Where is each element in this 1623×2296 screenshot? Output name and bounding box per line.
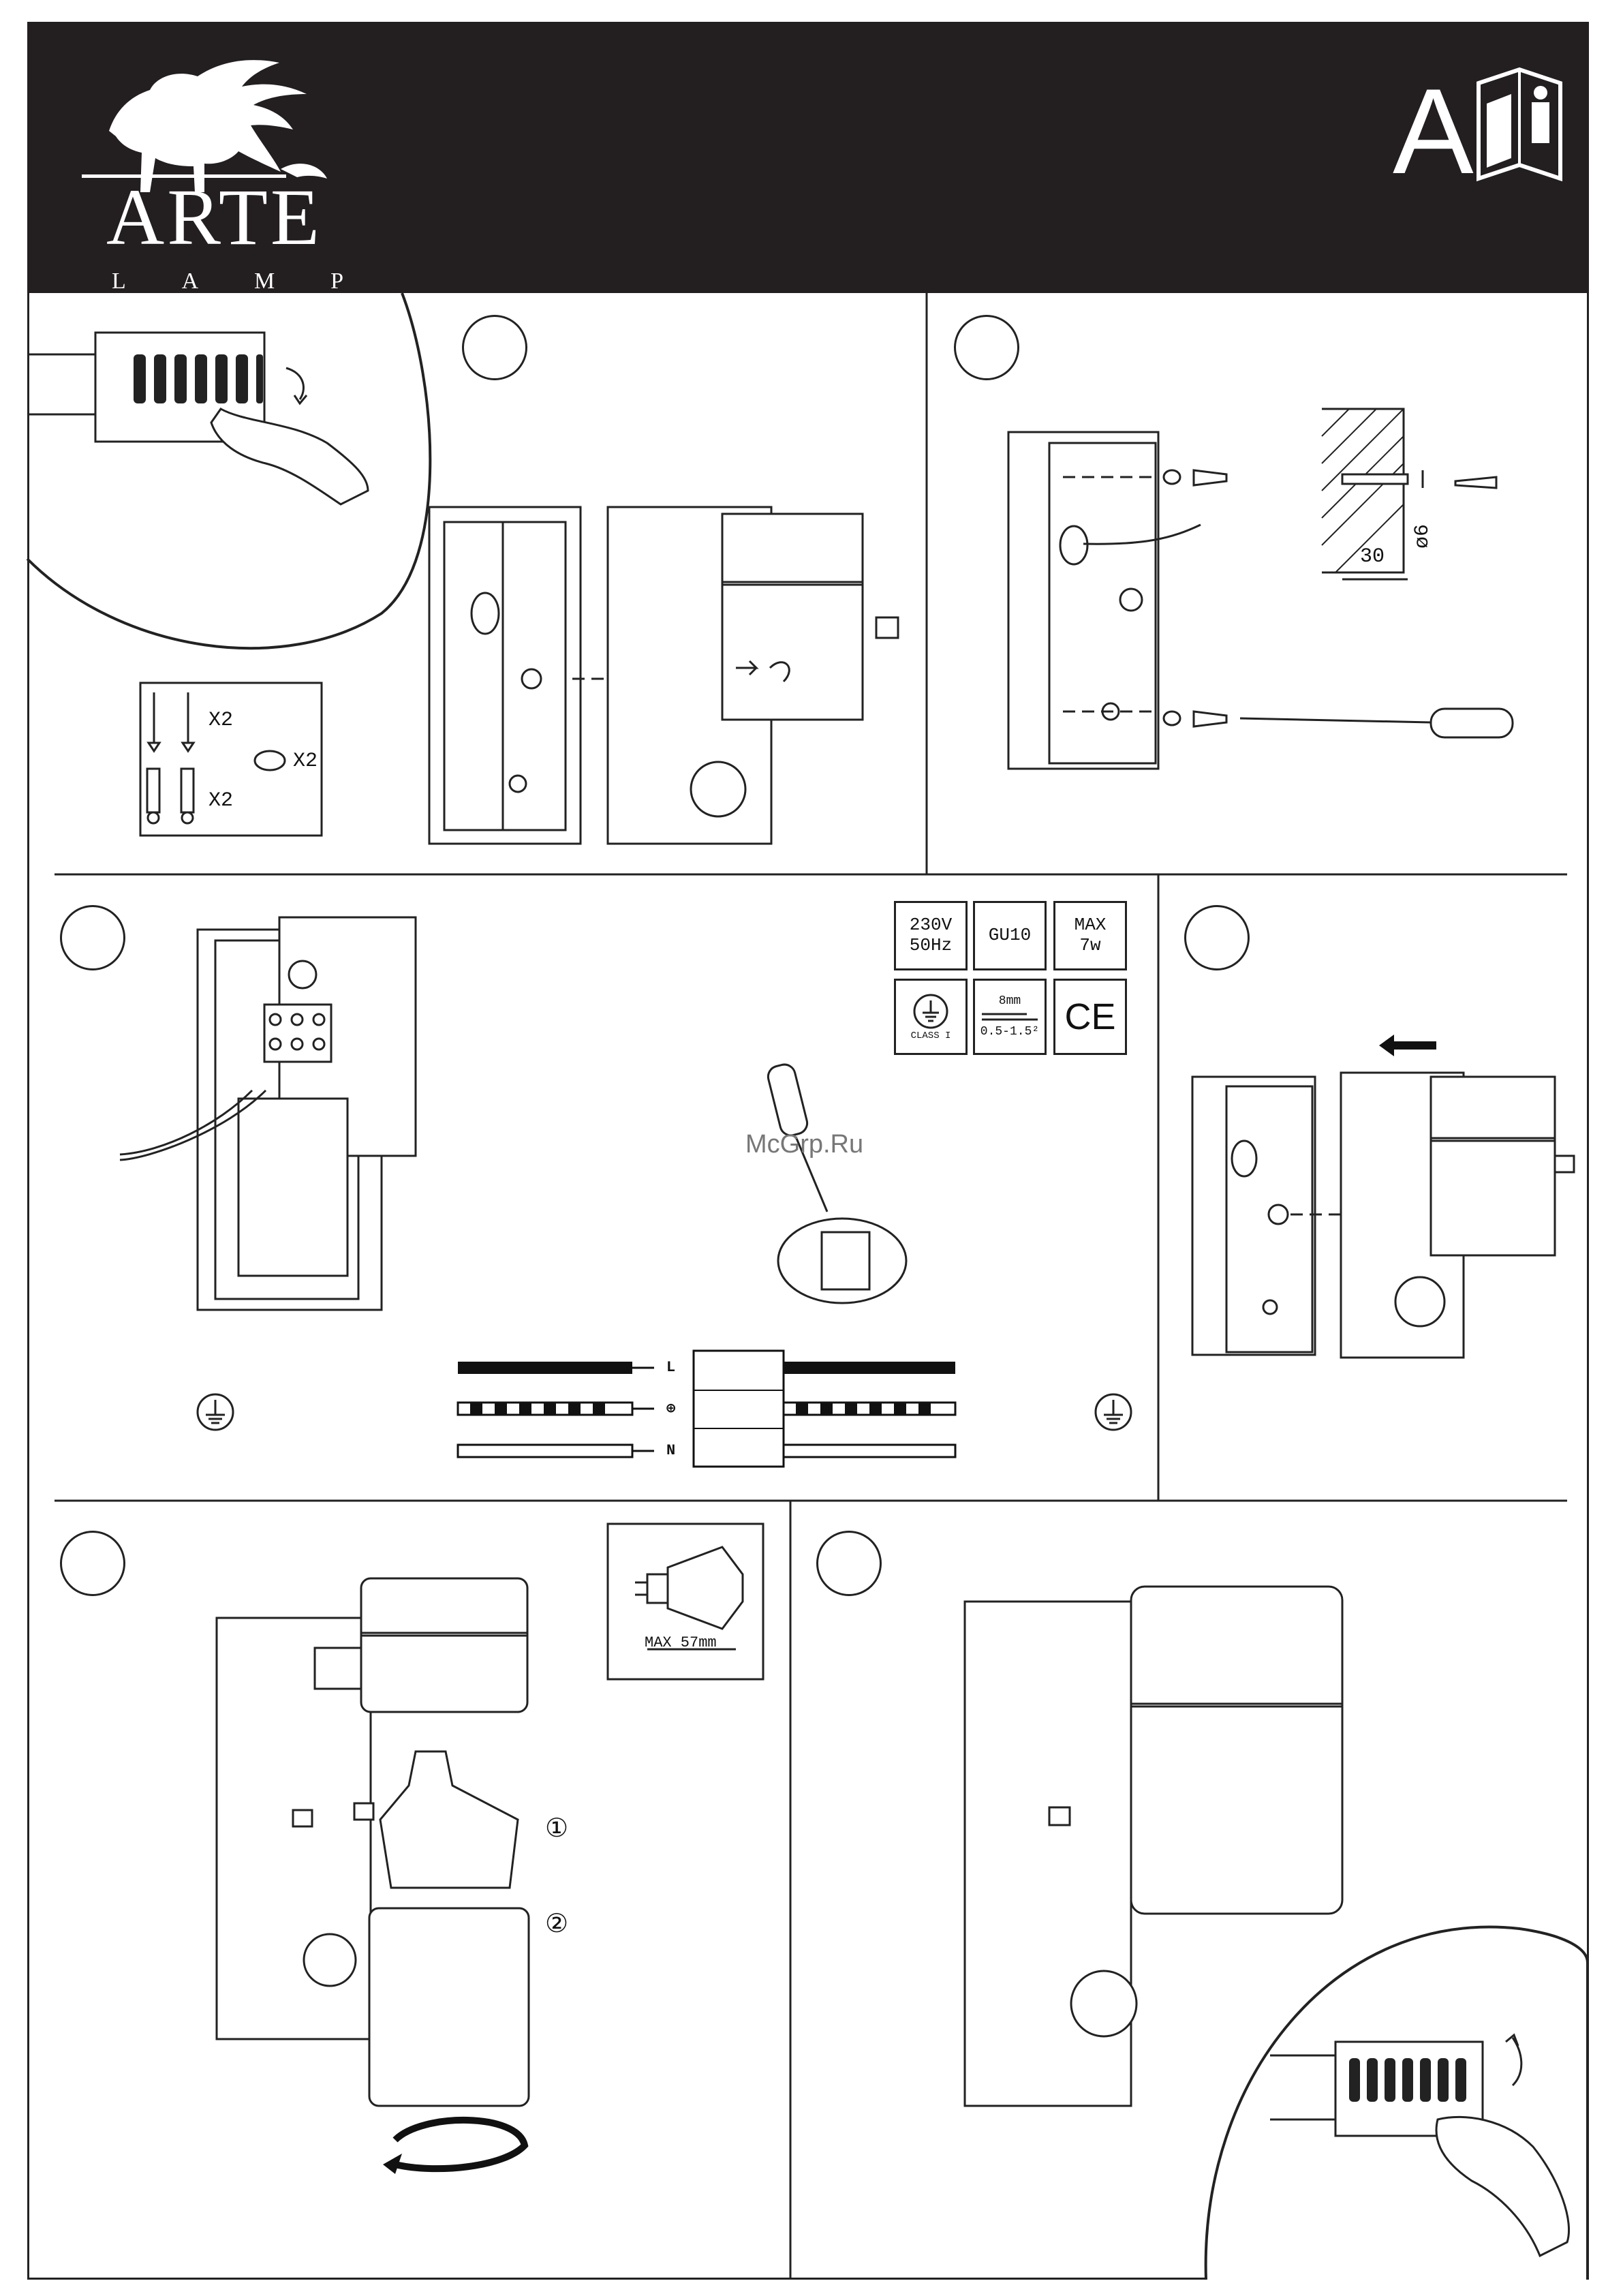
step-6-illustration (0, 0, 1623, 2296)
